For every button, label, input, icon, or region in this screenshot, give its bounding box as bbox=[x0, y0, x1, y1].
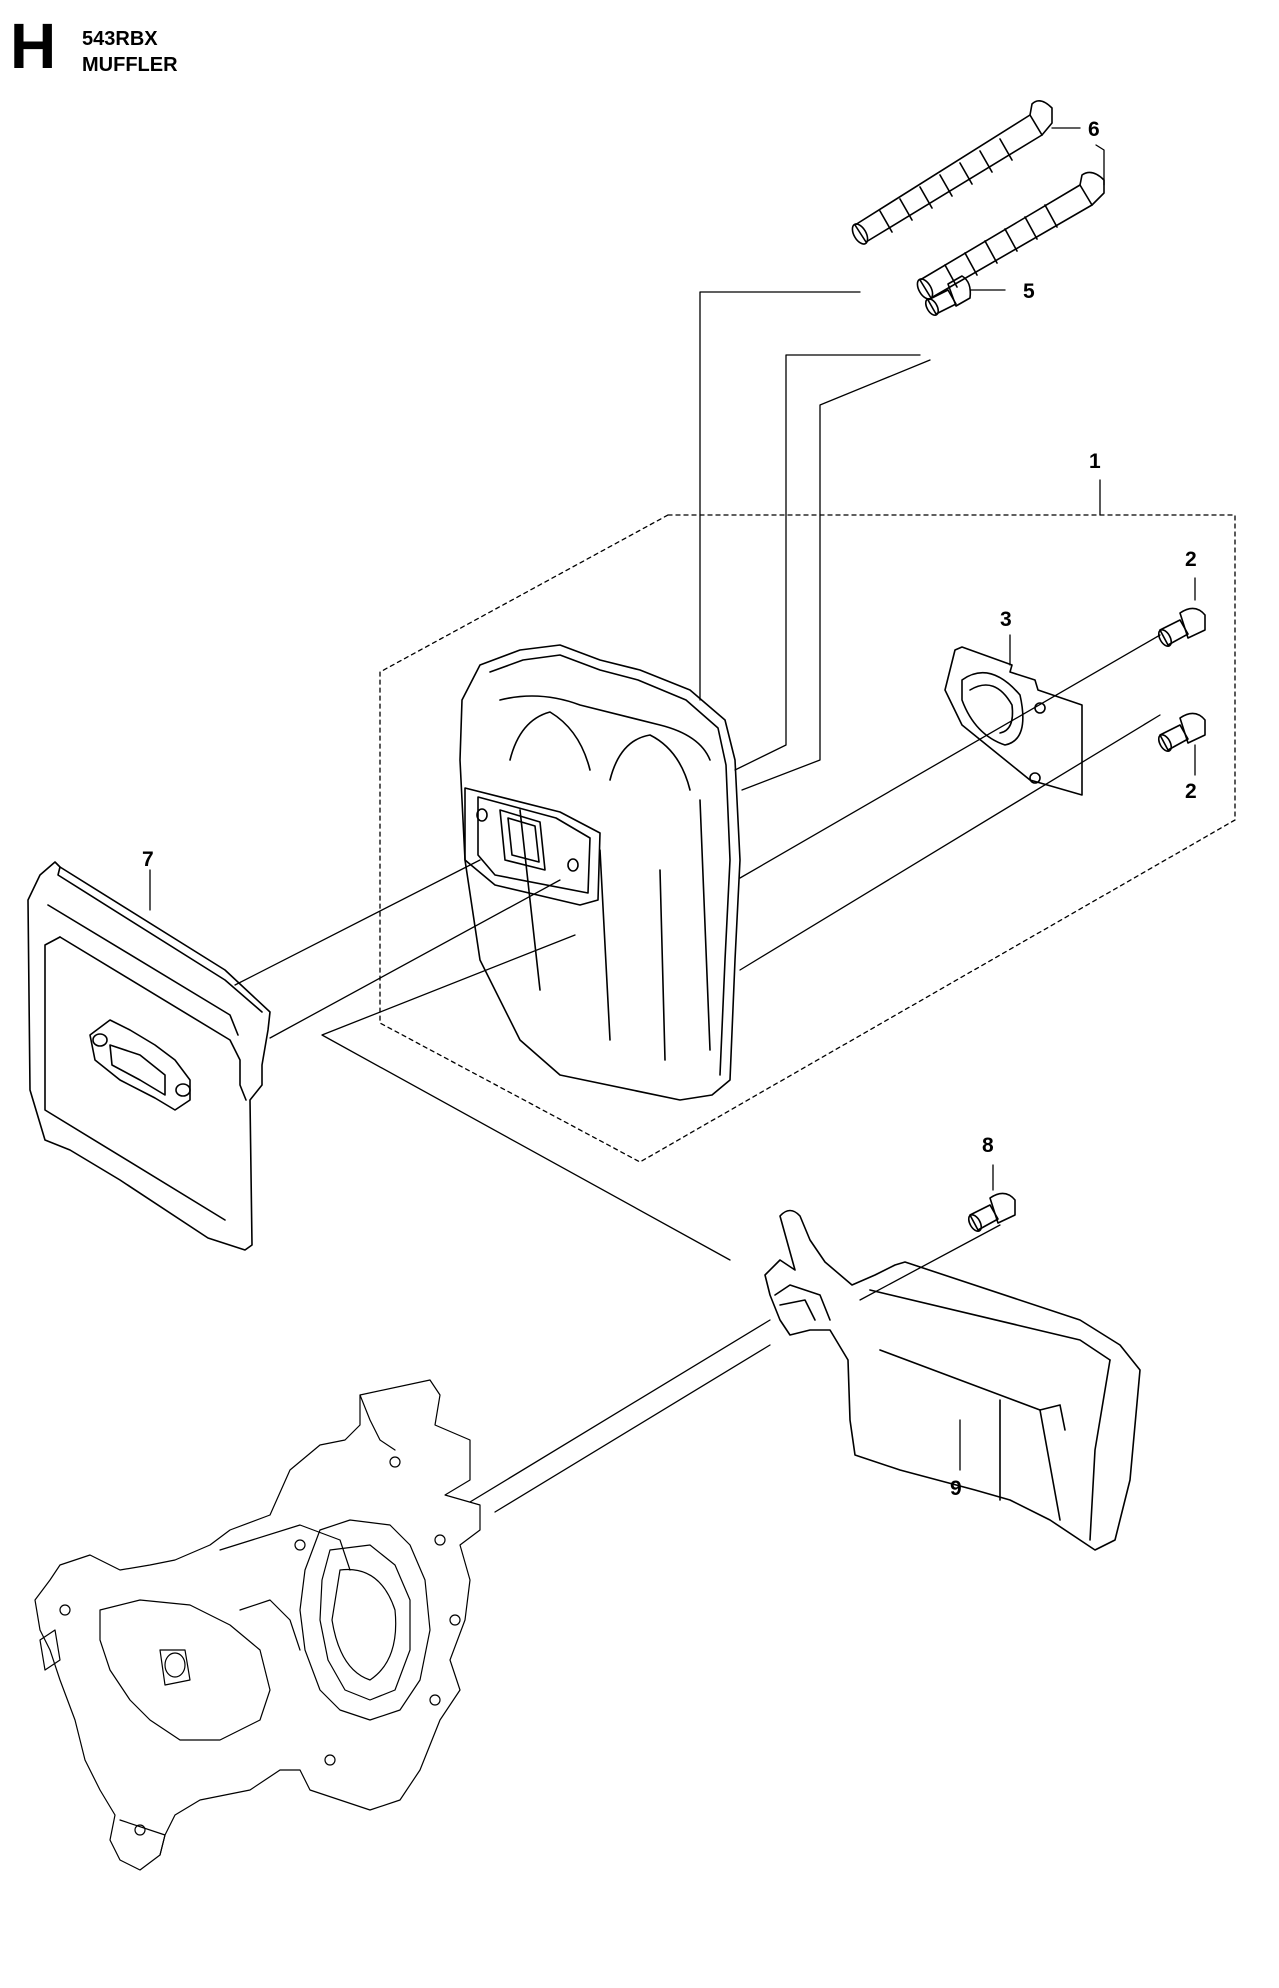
long-bolt-upper bbox=[851, 100, 1053, 245]
small-screw-lower bbox=[1157, 712, 1206, 752]
callout-leaders bbox=[149, 127, 1196, 1471]
alignment-lines bbox=[234, 291, 1161, 1513]
muffler-body bbox=[459, 644, 741, 1101]
small-screw-upper bbox=[1157, 607, 1206, 647]
part-label-8: 8 bbox=[982, 1134, 994, 1157]
muffler-gasket-plate bbox=[944, 646, 1083, 796]
assembly-boundary-dashed bbox=[379, 514, 1236, 1163]
section-title: MUFFLER bbox=[82, 54, 178, 76]
model-number: 543RBX bbox=[82, 28, 158, 50]
part-label-2-upper: 2 bbox=[1185, 548, 1197, 571]
part-label-9: 9 bbox=[950, 1477, 962, 1500]
section-letter: H bbox=[10, 10, 57, 82]
short-screw bbox=[924, 275, 972, 316]
part-label-6: 6 bbox=[1088, 118, 1100, 141]
heat-shield-plate bbox=[27, 861, 271, 1251]
muffler-cover bbox=[764, 1209, 1141, 1551]
part-label-3: 3 bbox=[1000, 608, 1012, 631]
part-label-5: 5 bbox=[1023, 280, 1035, 303]
screw-part-8 bbox=[967, 1192, 1016, 1232]
part-label-7: 7 bbox=[142, 848, 154, 871]
engine-crankcase-outline bbox=[34, 1379, 481, 1871]
long-bolt-lower bbox=[916, 171, 1105, 300]
part-label-1: 1 bbox=[1089, 450, 1101, 473]
part-label-2-lower: 2 bbox=[1185, 780, 1197, 803]
part-labels: 6 5 1 2 3 2 7 8 9 bbox=[142, 118, 1197, 1500]
